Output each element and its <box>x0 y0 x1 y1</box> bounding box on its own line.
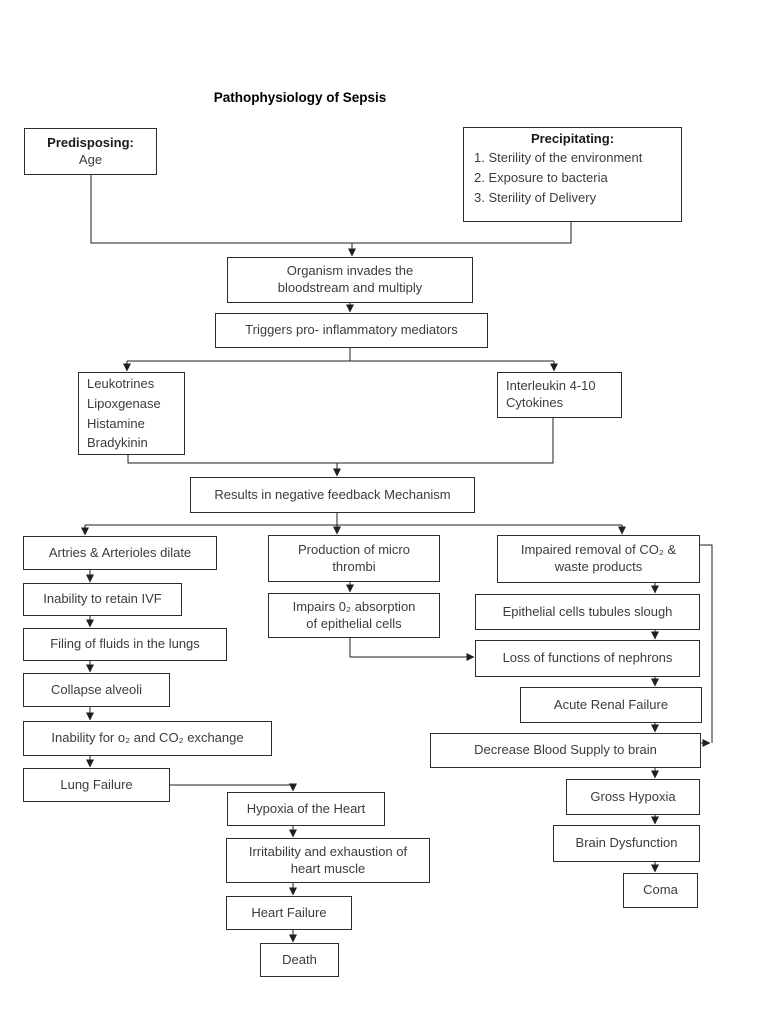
list-item: 2. Exposure to bacteria <box>474 170 608 186</box>
node-gross-hypoxia: Gross Hypoxia <box>566 779 700 815</box>
node-coma: Coma <box>623 873 698 908</box>
node-text: Lung Failure <box>60 776 133 792</box>
node-predisposing: Predisposing: Age <box>24 128 157 175</box>
node-text: Histamine <box>87 415 145 431</box>
node-text: bloodstream and multiply <box>277 280 423 295</box>
node-text: Production of micro <box>298 541 410 557</box>
node-text: Impaired removal of CO₂ & <box>520 542 677 558</box>
node-nephron-loss: Loss of functions of nephrons <box>475 640 700 677</box>
node-text: Filing of fluids in the lungs <box>50 636 200 652</box>
node-organism-invades: Organism invades the bloodstream and mul… <box>227 257 473 303</box>
node-text: Bradykinin <box>87 435 148 451</box>
node-gas-exchange: Inability for o₂ and CO₂ exchange <box>23 721 272 756</box>
node-text: Interleukin 4-10 <box>506 378 596 394</box>
node-text: Heart Failure <box>251 904 327 920</box>
node-heart-failure: Heart Failure <box>226 896 352 930</box>
node-brain-dysfunction: Brain Dysfunction <box>553 825 700 862</box>
node-text: Lipoxgenase <box>87 395 161 411</box>
node-impairs-o2-absorption: Impairs 0₂ absorption of epithelial cell… <box>268 593 440 638</box>
node-text: Epithelial cells tubules slough <box>502 603 673 619</box>
node-death: Death <box>260 943 339 977</box>
connector-top-bus <box>90 175 572 244</box>
node-heading: Predisposing: <box>47 134 134 150</box>
node-text: Artries & Arterioles dilate <box>48 544 192 560</box>
connector-triggers-bus <box>127 348 554 362</box>
node-negative-feedback: Results in negative feedback Mechanism <box>190 477 475 513</box>
node-triggers-mediators: Triggers pro- inflammatory mediators <box>215 313 488 348</box>
node-text: Decrease Blood Supply to brain <box>474 742 657 758</box>
node-micro-thrombi: Production of micro thrombi <box>268 535 440 582</box>
node-text: waste products <box>554 559 643 574</box>
node-text: Inability for o₂ and CO₂ exchange <box>51 730 244 746</box>
list-item: 1. Sterility of the environment <box>474 149 643 165</box>
node-text: Loss of functions of nephrons <box>502 650 673 666</box>
node-precipitating: Precipitating: 1. Sterility of the envir… <box>463 127 682 222</box>
node-text: Impairs 0₂ absorption <box>292 598 416 614</box>
node-text: Results in negative feedback Mechanism <box>214 486 451 502</box>
node-text: thrombi <box>332 558 376 574</box>
node-decrease-blood-brain: Decrease Blood Supply to brain <box>430 733 701 768</box>
node-arteries-dilate: Artries & Arterioles dilate <box>23 536 217 570</box>
node-text: of epithelial cells <box>306 615 402 631</box>
node-lung-failure: Lung Failure <box>23 768 170 802</box>
node-text: Brain Dysfunction <box>575 835 678 851</box>
page-title: Pathophysiology of Sepsis <box>213 90 387 105</box>
connector-results-bus <box>85 513 622 526</box>
node-text: Inability to retain IVF <box>43 591 162 607</box>
node-text: Irritability and exhaustion of <box>248 843 408 859</box>
arrow-impairs-nephrons <box>349 638 475 661</box>
node-epithelial-slough: Epithelial cells tubules slough <box>475 594 700 630</box>
connector-mediators-bus <box>127 418 554 464</box>
node-text: Cytokines <box>506 395 564 410</box>
node-leukotrines-group: Leukotrines Lipoxgenase Histamine Bradyk… <box>78 372 185 455</box>
node-text: heart muscle <box>290 860 366 876</box>
node-text: Age <box>78 151 103 167</box>
node-heart-muscle-exhaustion: Irritability and exhaustion of heart mus… <box>226 838 430 883</box>
node-text: Acute Renal Failure <box>553 696 669 712</box>
node-text: Death <box>282 951 317 967</box>
node-text: Organism invades the <box>286 263 414 279</box>
node-collapse-alveoli: Collapse alveoli <box>23 673 170 707</box>
node-hypoxia-heart: Hypoxia of the Heart <box>227 792 385 826</box>
node-fluids-lungs: Filing of fluids in the lungs <box>23 628 227 661</box>
node-text: Triggers pro- inflammatory mediators <box>245 322 458 338</box>
node-acute-renal-failure: Acute Renal Failure <box>520 687 702 723</box>
node-impaired-co2-removal: Impaired removal of CO₂ & waste products <box>497 535 700 583</box>
node-text: Leukotrines <box>87 375 155 391</box>
connector-feedback-line <box>700 544 713 743</box>
node-interleukin-cytokines: Interleukin 4-10 Cytokines <box>497 372 622 418</box>
list-item: 3. Sterility of Delivery <box>474 190 597 206</box>
node-heading: Precipitating: <box>530 131 615 146</box>
node-text: Gross Hypoxia <box>590 788 676 804</box>
node-text: Hypoxia of the Heart <box>246 800 366 816</box>
node-retain-ivf: Inability to retain IVF <box>23 583 182 616</box>
node-text: Collapse alveoli <box>50 681 143 697</box>
node-text: Coma <box>643 882 678 898</box>
